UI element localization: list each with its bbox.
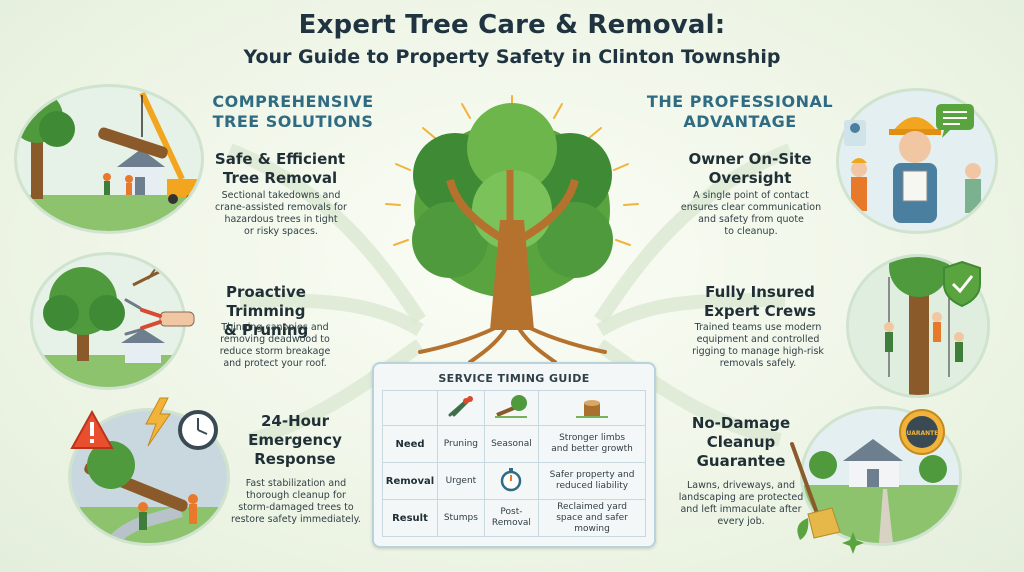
table-cell: Reclaimed yard space and safer mowing [538,499,646,537]
card-title-pruning: Proactive Trimming & Pruning [223,283,309,339]
stopwatch-icon [483,462,540,500]
table-row: Removal Urgent Safer property and reduce… [382,462,646,500]
climber-figure [954,332,964,362]
table-cell: Pruning [437,425,485,463]
house-icon [121,329,165,363]
fallen-tree-icon [483,390,540,426]
chat-bubble-icon [936,104,974,138]
tree-roots [418,326,607,364]
person-profile-icon [844,120,866,146]
card-title-insured-crews: Fully Insured Expert Crews [704,283,816,320]
table-corner [382,390,438,426]
stump-icon [538,390,646,426]
card-desc-tree-removal: Sectional takedowns and crane-assisted r… [215,190,347,237]
climber-figure [932,312,942,342]
right-section-heading: THE PROFESSIONAL ADVANTAGE [646,92,834,131]
card-desc-cleanup: Lawns, driveways, and landscaping are pr… [678,480,804,527]
insured-crews-illustration [846,254,990,398]
pruning-shears-icon [437,390,485,426]
table-header-row [382,390,646,426]
worker-figure [103,173,111,195]
row-label: Removal [382,462,438,500]
lightning-icon [145,397,171,447]
table-cell: Seasonal [483,425,540,463]
card-title-cleanup: No-Damage Cleanup Guarantee [691,414,791,470]
guide-title: SERVICE TIMING GUIDE [438,372,590,385]
badge-label: GUARANTEE [902,430,943,437]
table-cell: Stumps [437,499,485,537]
badge-icon: GUARANTEE [899,409,945,455]
card-desc-emergency: Fast stabilization and thorough cleanup … [231,478,361,525]
page-title: Expert Tree Care & Removal: [298,10,726,40]
table-row: Result Stumps Post- Removal Reclaimed ya… [382,499,646,537]
tree-trunk [446,170,579,330]
client-figure [965,163,981,213]
card-desc-owner-oversight: A single point of contact ensures clear … [680,190,822,237]
card-desc-insured-crews: Trained teams use modern equipment and c… [692,322,824,369]
warning-icon [70,409,114,449]
service-timing-guide: SERVICE TIMING GUIDE Need Pruning Season… [372,362,656,548]
row-label: Result [382,499,438,537]
page-subtitle: Your Guide to Property Safety in Clinton… [243,46,781,68]
worker-figure [138,502,148,530]
card-desc-pruning: Thinning canopies and removing deadwood … [219,322,331,369]
table-cell: Stronger limbs and better growth [538,425,646,463]
timing-table: Need Pruning Seasonal Stronger limbs and… [382,390,646,537]
sparkle-icon [842,532,864,554]
left-section-heading: COMPREHENSIVE TREE SOLUTIONS [212,92,374,131]
table-cell: Urgent [437,462,485,500]
broom-icon [790,442,841,539]
row-label: Need [382,425,438,463]
worker-figure [851,158,867,211]
card-title-tree-removal: Safe & Efficient Tree Removal [214,150,346,187]
tree-removal-illustration [14,84,204,234]
table-row: Need Pruning Seasonal Stronger limbs and… [382,425,646,463]
climber-figure [884,322,894,352]
table-cell: Post- Removal [483,499,540,537]
worker-figure [188,494,198,524]
table-cell: Safer property and reduced liability [538,462,646,500]
card-title-owner-oversight: Owner On-Site Oversight [688,150,812,187]
card-title-emergency: 24-Hour Emergency Response [248,412,342,468]
clock-icon [178,410,218,450]
worker-figure [125,175,133,195]
leaf-icon [797,518,809,540]
house-icon [843,439,903,487]
